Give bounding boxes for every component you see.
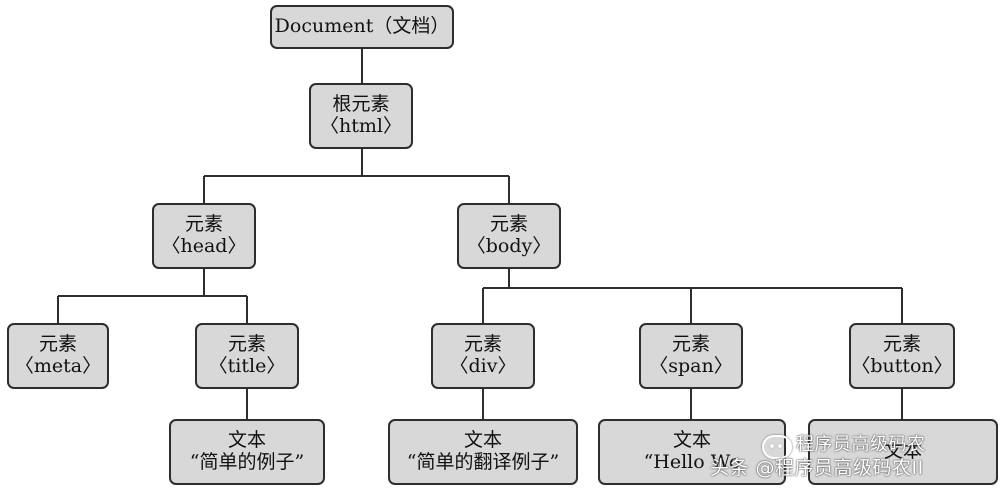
button-text-node: 文本 xyxy=(808,419,998,485)
div-text-node-value: “简单的翻译例子” xyxy=(406,451,560,473)
button-node-tag: 〈button〉 xyxy=(851,355,953,377)
source-watermark: 程序员高级码农 头条 @程序员高级码农II xyxy=(706,432,998,490)
title-node-type: 元素 xyxy=(227,333,266,356)
document-node: Document（文档） xyxy=(270,5,454,49)
head-node-type: 元素 xyxy=(184,213,223,236)
meta-node-type: 元素 xyxy=(38,333,77,356)
meta-node-tag: 〈meta〉 xyxy=(14,355,102,377)
button-text-node-type: 文本 xyxy=(883,440,922,463)
button-node: 元素 〈button〉 xyxy=(849,323,955,389)
tree-connectors xyxy=(57,49,903,419)
span-text-node-type: 文本 xyxy=(672,429,711,452)
head-node: 元素 〈head〉 xyxy=(152,203,256,269)
root-html-node-tag: 〈html〉 xyxy=(320,115,402,137)
span-node: 元素 〈span〉 xyxy=(639,323,743,389)
meta-node: 元素 〈meta〉 xyxy=(7,323,109,389)
watermark-attribution: 头条 @程序员高级码农II xyxy=(710,457,924,479)
span-text-node-value: “Hello Wo xyxy=(643,451,741,473)
div-text-node-type: 文本 xyxy=(463,429,502,452)
div-node: 元素 〈div〉 xyxy=(431,323,535,389)
title-node-tag: 〈title〉 xyxy=(208,355,286,377)
document-node-label: Document（文档） xyxy=(274,15,450,38)
div-text-node: 文本 “简单的翻译例子” xyxy=(388,419,578,485)
div-node-tag: 〈div〉 xyxy=(449,355,517,377)
root-html-node: 根元素 〈html〉 xyxy=(309,83,413,149)
span-text-node: 文本 “Hello Wo xyxy=(598,419,786,485)
root-html-node-type: 根元素 xyxy=(332,93,390,116)
div-node-type: 元素 xyxy=(463,333,502,356)
watermark-title: 程序员高级码农 xyxy=(796,434,926,455)
title-text-node: 文本 “简单的例子” xyxy=(169,419,325,485)
body-node-type: 元素 xyxy=(489,213,528,236)
span-node-type: 元素 xyxy=(671,333,710,356)
wechat-icon xyxy=(762,435,792,459)
body-node-tag: 〈body〉 xyxy=(466,235,552,257)
button-node-type: 元素 xyxy=(882,333,921,356)
span-node-tag: 〈span〉 xyxy=(649,355,733,377)
body-node: 元素 〈body〉 xyxy=(457,203,561,269)
title-text-node-value: “简单的例子” xyxy=(189,451,305,473)
title-text-node-type: 文本 xyxy=(227,429,266,452)
head-node-tag: 〈head〉 xyxy=(161,235,247,257)
title-node: 元素 〈title〉 xyxy=(195,323,299,389)
